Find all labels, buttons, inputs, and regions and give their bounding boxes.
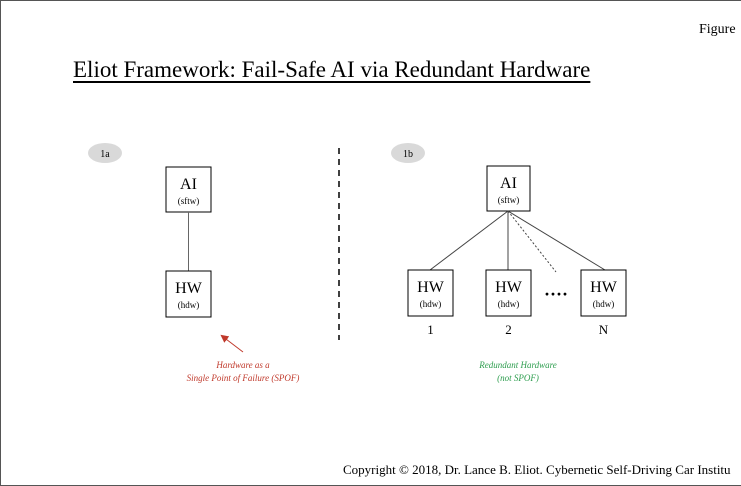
ai-box-1a-sub: (sftw) [178,196,200,206]
link-1b-hwn [507,210,606,271]
ai-box-1a-label: AI [180,176,197,193]
hw-box-1b-n-number: N [599,322,609,337]
copyright-notice: Copyright © 2018, Dr. Lance B. Eliot. Cy… [343,462,731,477]
hw-box-1b-1-label: HW [417,279,445,296]
spof-note-line1: Hardware as a [215,360,270,370]
figure-label: Figure [699,22,736,37]
hw-box-1b-n-sub: (hdw) [593,299,615,309]
spof-arrow [220,334,244,353]
hw-box-1b-1-sub: (hdw) [420,299,442,309]
hw-box-1b-2-number: 2 [505,322,512,337]
redundant-note-line1: Redundant Hardware [478,360,557,370]
hw-box-1b-2-label: HW [495,279,523,296]
link-1b-hw1 [429,210,509,271]
hw-box-1b-1 [407,269,454,317]
panel-1b-tag-text: 1b [403,149,413,160]
ellipsis: ···· [544,284,568,304]
page-title: Eliot Framework: Fail-Safe AI via Redund… [73,57,591,82]
ai-box-1a [165,166,212,213]
hw-box-1b-n [580,269,627,317]
ai-box-1b-sub: (sftw) [498,195,520,205]
panel-1a-tag [88,143,122,163]
hw-box-1a [165,270,212,318]
ai-box-1b [486,165,531,212]
link-1b-dotted [507,210,557,273]
panel-1a-tag-text: 1a [100,149,110,160]
panel-1b-tag [391,143,425,163]
hw-box-1b-1-number: 1 [427,322,434,337]
hw-box-1a-sub: (hdw) [178,300,200,310]
spof-note-line2: Single Point of Failure (SPOF) [187,373,300,383]
hw-box-1b-2-sub: (hdw) [498,299,520,309]
hw-box-1b-n-label: HW [590,279,618,296]
hw-box-1a-label: HW [175,280,203,297]
hw-box-1b-2 [485,269,532,317]
ai-box-1b-label: AI [500,175,517,192]
redundant-note-line2: (not SPOF) [497,373,539,383]
